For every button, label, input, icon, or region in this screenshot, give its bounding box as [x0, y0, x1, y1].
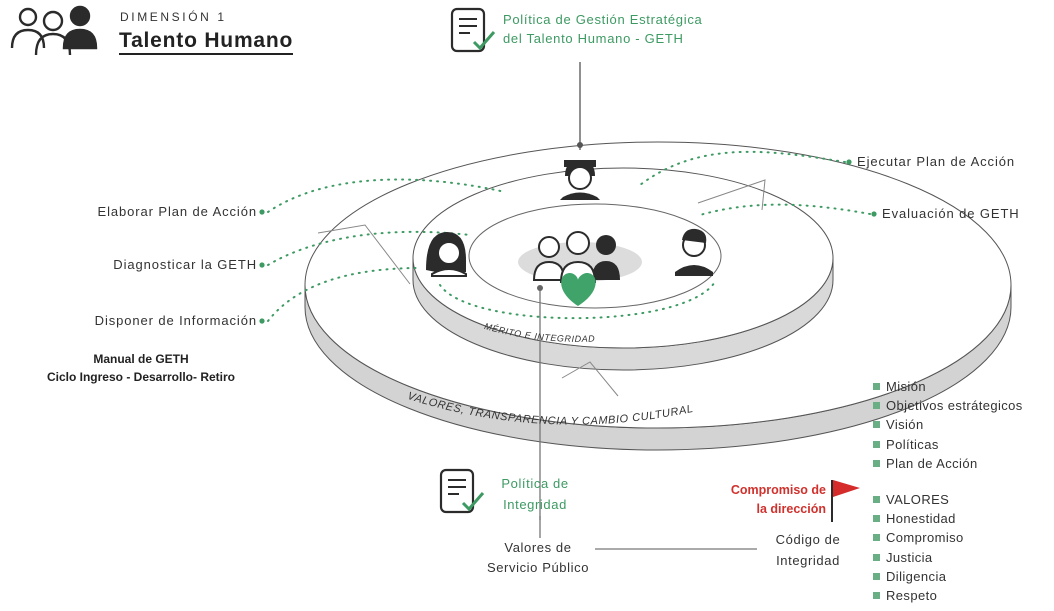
step-evaluacion: Evaluación de GETH	[882, 206, 1020, 221]
dot-diagnosticar	[259, 262, 265, 268]
step-disponer-informacion: Disponer de Información	[94, 313, 257, 328]
page-title: Talento Humano	[119, 29, 294, 55]
cycle-arrow-bottom	[561, 361, 619, 397]
public-values-line2: Servicio Público	[486, 560, 590, 575]
commitment-line1: Compromiso de	[730, 483, 826, 497]
integrity-policy-title: Política de Integridad	[490, 473, 580, 515]
step-elaborar-plan: Elaborar Plan de Acción	[97, 204, 257, 219]
manual-line2: Ciclo Ingreso - Desarrollo- Retiro	[46, 370, 236, 384]
dotted-curve-disponer	[267, 267, 421, 322]
integrity-policy-line2: Integridad	[503, 497, 567, 512]
list-item: Plan de Acción	[873, 454, 1023, 473]
public-service-values: Valores de Servicio Público	[478, 538, 598, 578]
values-list: VALORES Honestidad Compromiso Justicia D…	[873, 490, 964, 605]
dot-ejecutar	[846, 159, 852, 165]
list-item: Diligencia	[873, 567, 964, 586]
geth-policy-line1: Política de Gestión Estratégica	[503, 12, 703, 27]
center-connector-dot	[537, 285, 543, 291]
dotted-curve-elaborar	[267, 178, 506, 213]
list-item: Políticas	[873, 435, 1023, 454]
integrity-code: Código de Integridad	[758, 529, 858, 571]
person-icon-right	[675, 228, 713, 276]
flag-icon	[831, 480, 860, 522]
top-connector-dot	[577, 142, 583, 148]
list-item: Misión	[873, 377, 1023, 396]
person-icon-top	[560, 160, 600, 200]
geth-policy-line2: del Talento Humano - GETH	[503, 31, 684, 46]
policy-document-icon	[450, 7, 496, 53]
commitment-line2: la dirección	[756, 502, 826, 516]
strategy-list: Misión Objetivos estrátegicos Visión Pol…	[873, 377, 1023, 473]
dotted-curve-ejecutar	[639, 150, 846, 186]
list-item: Visión	[873, 415, 1023, 434]
public-values-line1: Valores de	[504, 540, 572, 555]
integrity-document-icon	[439, 468, 485, 514]
step-diagnosticar: Diagnosticar la GETH	[113, 257, 257, 272]
cycle-arrow-left	[317, 224, 411, 285]
list-item: Respeto	[873, 586, 964, 605]
integrity-policy-line1: Política de	[501, 476, 569, 491]
list-item: Objetivos estrátegicos	[873, 396, 1023, 415]
list-item: VALORES	[873, 490, 964, 509]
dot-disponer	[259, 318, 265, 324]
talent-team-icon	[10, 5, 98, 56]
management-commitment: Compromiso de la dirección	[731, 481, 826, 519]
code-line2: Integridad	[776, 553, 840, 568]
dot-elaborar	[259, 209, 265, 215]
manual-line1: Manual de GETH	[93, 352, 189, 366]
heart-icon	[561, 273, 596, 306]
dimension-label: DIMENSIÓN 1	[120, 10, 227, 24]
geth-policy-title: Política de Gestión Estratégica del Tale…	[503, 10, 702, 48]
dotted-curve-diagnosticar	[267, 230, 471, 266]
step-ejecutar-plan: Ejecutar Plan de Acción	[857, 154, 1016, 169]
code-line1: Código de	[775, 532, 841, 547]
cycle-arrow-right	[697, 179, 766, 211]
dot-evaluacion	[871, 211, 877, 217]
manual-geth: Manual de GETH Ciclo Ingreso - Desarroll…	[10, 350, 272, 386]
list-item: Honestidad	[873, 509, 964, 528]
dotted-inner-arc	[439, 279, 717, 320]
person-icon-left	[426, 232, 467, 277]
list-item: Compromiso	[873, 528, 964, 547]
list-item: Justicia	[873, 548, 964, 567]
